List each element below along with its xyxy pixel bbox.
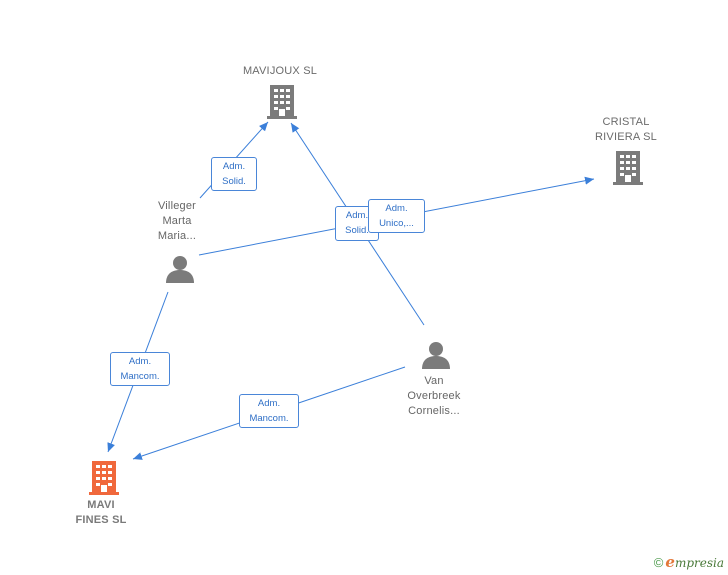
van-name-line1: Van (424, 375, 444, 387)
edge-label-line1: Adm. (128, 356, 152, 367)
brand-rest: mpresia (674, 556, 724, 570)
node-label-villeger: Villeger Marta Maria... (132, 199, 222, 244)
person-icon[interactable] (420, 340, 452, 370)
mavi-name-line2: FINES SL (75, 514, 127, 526)
edge-label-villeger-cristal[interactable]: Adm. Unico,... (368, 199, 425, 233)
building-icon[interactable] (612, 150, 644, 186)
node-label-cristal: CRISTAL RIVIERA SL (576, 115, 676, 145)
edge-label-villeger-mavi[interactable]: Adm. Mancom. (110, 352, 170, 386)
villeger-name-line3: Maria... (157, 230, 197, 242)
edge-label-van-mavi[interactable]: Adm. Mancom. (239, 394, 299, 428)
mavi-name-line1: MAVI (87, 499, 115, 511)
edge-label-line1: Adm. (345, 210, 369, 221)
van-name-line3: Cornelis... (408, 405, 460, 417)
building-icon[interactable] (266, 84, 298, 120)
copyright-symbol: © (653, 555, 664, 570)
edge-label-line1: Adm. (385, 203, 408, 214)
node-label-mavi: MAVI FINES SL (56, 498, 146, 528)
villeger-name-line1: Villeger (157, 200, 197, 212)
edge-label-line2: Mancom. (120, 371, 160, 382)
edge-label-villeger-mavijoux[interactable]: Adm. Solid. (211, 157, 257, 191)
cristal-name-line1: CRISTAL (602, 116, 650, 128)
edge-label-line2: Mancom. (249, 413, 289, 424)
edge-label-line2: Unico,... (379, 218, 414, 229)
person-icon[interactable] (164, 254, 196, 284)
edge-label-line2: Solid. (345, 225, 369, 236)
van-name-line2: Overbreek (407, 390, 461, 402)
footer-brand: ©empresia (654, 553, 724, 571)
node-label-mavijoux: MAVIJOUX SL (220, 64, 340, 79)
edge-label-line1: Adm. (257, 398, 281, 409)
building-icon[interactable] (88, 460, 120, 496)
edge-label-line2: Solid. (222, 176, 246, 187)
mavijoux-name: MAVIJOUX SL (242, 65, 318, 77)
brand-logo[interactable]: empresia (665, 553, 724, 571)
node-label-van: Van Overbreek Cornelis... (389, 374, 479, 419)
edge-label-line1: Adm. (222, 161, 246, 172)
cristal-name-line2: RIVIERA SL (595, 131, 657, 143)
villeger-name-line2: Marta (162, 215, 192, 227)
brand-initial: e (665, 553, 675, 571)
